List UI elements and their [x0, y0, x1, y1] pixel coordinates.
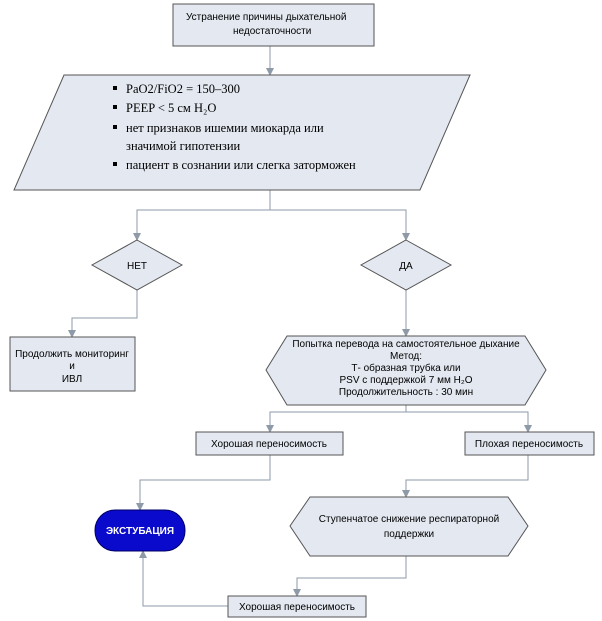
attempt-line1: Попытка перевода на самостоятельное дыха… — [292, 339, 520, 350]
top-box-line1: Устранение причины дыхательной — [186, 12, 346, 23]
good-tolerance-2-label: Хорошая переносимость — [239, 602, 355, 613]
connector-poor-to-stepwise — [402, 455, 529, 498]
attempt-line3: Т- образная трубка или — [351, 362, 460, 374]
continue-line3: ИВЛ — [62, 374, 82, 385]
good-tolerance-2-box: Хорошая переносимость — [227, 595, 367, 618]
attempt-line5: Продолжительность : 30 мин — [339, 387, 473, 398]
stepwise-line2: поддержки — [384, 529, 434, 540]
criteria-item-4: значимой гипотензии — [126, 139, 241, 153]
stepwise-line1: Ступенчатое снижение респираторной — [319, 514, 499, 525]
connector-no-to-continue — [68, 290, 138, 338]
continue-box: Продолжить мониторинг и ИВЛ — [9, 336, 136, 392]
attempt-line2: Метод: — [390, 351, 422, 362]
decision-yes-label: ДА — [399, 261, 413, 272]
criteria-box: PaO2/FiO2 = 150–300 PEEP < 5 см H₂O нет … — [13, 74, 471, 191]
decision-no: НЕТ — [90, 239, 184, 291]
criteria-item-2: PEEP < 5 см H₂O — [126, 101, 216, 115]
connector-good-to-extubation — [136, 455, 271, 511]
criteria-item-3: нет признаков ишемии миокарда или — [126, 121, 324, 135]
criteria-item-5: пациент в сознании или слегка заторможен — [126, 158, 356, 172]
connectors — [68, 46, 532, 607]
top-box: Устранение причины дыхательной недостато… — [172, 3, 375, 47]
extubation-node: ЭКСТУБАЦИЯ — [94, 509, 186, 552]
decision-yes: ДА — [359, 239, 453, 291]
bullet-icon — [113, 86, 117, 90]
poor-tolerance-label: Плохая переносимость — [475, 439, 583, 450]
bullet-icon — [113, 125, 117, 129]
continue-line1: Продолжить мониторинг — [15, 349, 129, 360]
good-tolerance-label: Хорошая переносимость — [211, 439, 327, 450]
connector-attempt-to-poor — [406, 411, 532, 433]
top-box-line2: недостаточности — [233, 26, 311, 37]
poor-tolerance-box: Плохая переносимость — [464, 431, 595, 456]
stepwise-box: Ступенчатое снижение респираторной подде… — [289, 496, 529, 557]
attempt-box: Попытка перевода на самостоятельное дыха… — [265, 335, 547, 406]
connector-criteria-to-yes — [270, 209, 410, 241]
decision-no-label: НЕТ — [127, 261, 147, 272]
good-tolerance-box: Хорошая переносимость — [195, 431, 344, 456]
connector-good2-to-extubation — [139, 550, 228, 607]
continue-line2: и — [69, 361, 75, 372]
connector-criteria-split — [133, 190, 271, 241]
bullet-icon — [113, 162, 117, 166]
criteria-item-1: PaO2/FiO2 = 150–300 — [126, 82, 240, 96]
attempt-line4: PSV с поддержкой 7 мм H₂O — [340, 375, 473, 386]
connector-attempt-to-good — [266, 405, 407, 433]
extubation-label: ЭКСТУБАЦИЯ — [106, 526, 174, 537]
connector-stepwise-to-good2 — [293, 556, 407, 597]
bullet-icon — [113, 105, 117, 109]
